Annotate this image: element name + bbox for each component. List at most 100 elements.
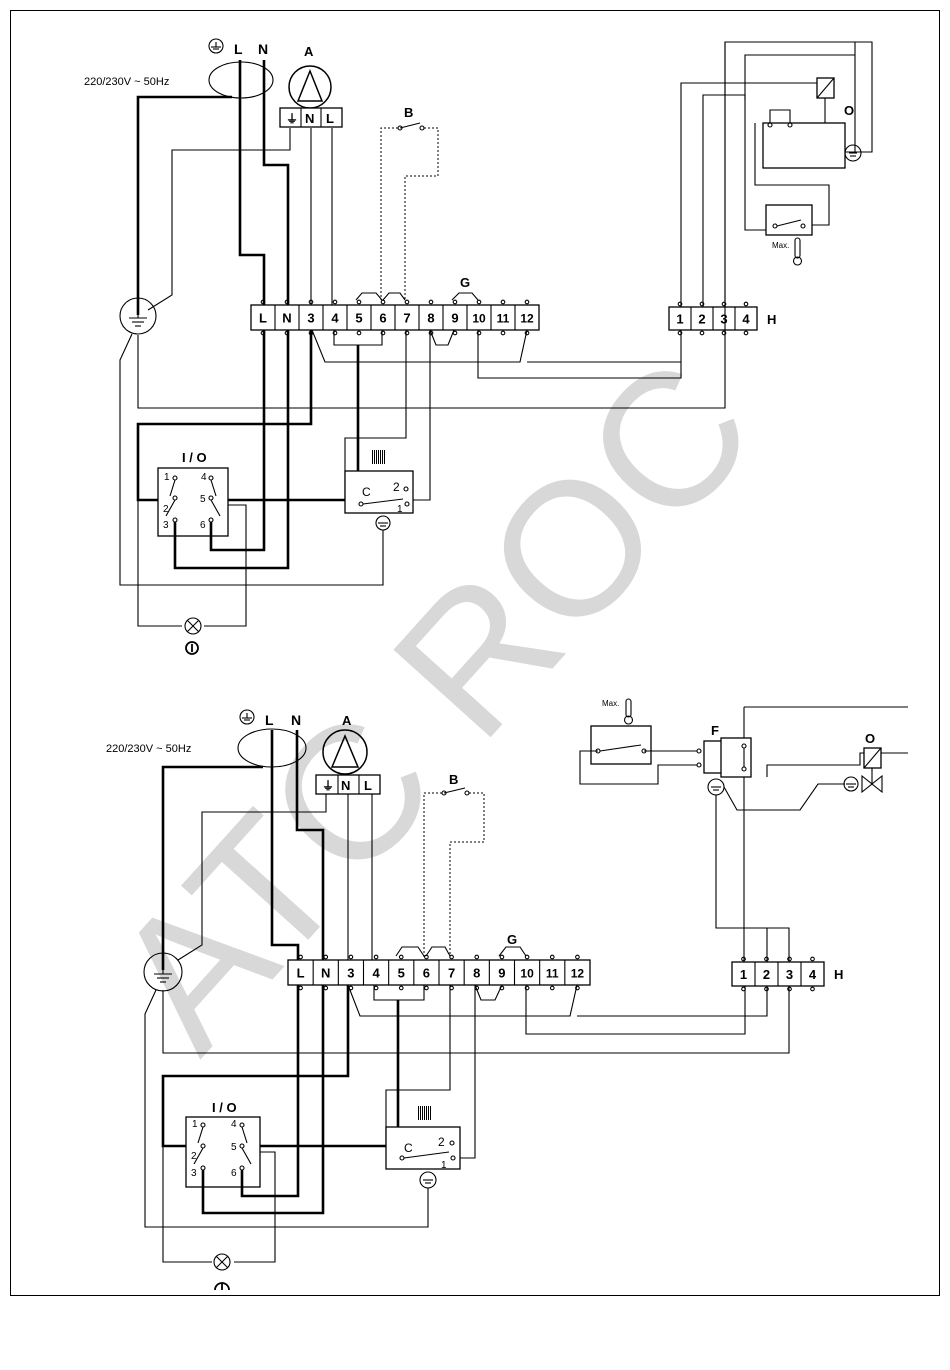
bottom-max-label: Max. (602, 699, 619, 708)
top-strip-terminal-10: 10 (472, 312, 486, 326)
top-strip-terminal-12: 12 (520, 312, 534, 326)
bottom-strip-terminal-12: 12 (571, 967, 585, 981)
bottom-O-label: O (865, 731, 875, 746)
top-H-terminal-cell-2: 2 (698, 312, 705, 327)
bottom-strip-terminal-screw (399, 955, 403, 959)
top-H-terminal-cell-screw (700, 331, 704, 335)
bottom-H-label: H (834, 967, 843, 982)
top-strip-terminal-screw (525, 300, 529, 304)
svg-text:2: 2 (163, 504, 169, 515)
bottom-strip-terminal-6: 6 (423, 966, 430, 981)
svg-text:1: 1 (192, 1119, 198, 1130)
svg-text:L: L (364, 778, 372, 793)
top-lamp-icon (185, 618, 201, 634)
bottom-F-relay (697, 738, 751, 777)
top-strip-terminal-3: 3 (307, 311, 314, 326)
bottom-supply-label: 220/230V ~ 50Hz (106, 743, 191, 755)
top-H-label: H (767, 312, 776, 327)
top-H-terminal-cell-screw (744, 302, 748, 306)
bottom-pump-label: A (342, 713, 352, 728)
top-strip-terminal-screw (405, 300, 409, 304)
top-strip-terminal-screw (381, 300, 385, 304)
top-G-label: G (460, 275, 470, 290)
top-valve-body (763, 123, 845, 168)
top-io-label: I / O (182, 450, 207, 465)
svg-text:3: 3 (163, 520, 169, 531)
svg-text:L: L (326, 111, 334, 126)
bottom-F-earth-icon (708, 779, 724, 795)
top-strip-terminal-L: L (259, 311, 267, 326)
bottom-strip-terminal-N: N (321, 966, 330, 981)
top-B-label: B (404, 105, 413, 120)
top-supply-earth-icon (209, 39, 223, 53)
svg-text:1: 1 (397, 504, 403, 515)
top-supply-label: 220/230V ~ 50Hz (84, 76, 169, 88)
bottom-strip-terminal-screw (374, 955, 378, 959)
bottom-valve-earth-icon (844, 777, 858, 791)
bottom-strip-terminal-screw (500, 955, 504, 959)
top-pump-icon (289, 66, 331, 108)
svg-text:5: 5 (231, 1142, 237, 1153)
top-strip-terminal-5: 5 (355, 311, 362, 326)
bottom-io-switch: 1 4 2 5 3 6 (186, 1117, 260, 1187)
top-N-label: N (258, 41, 268, 57)
bottom-F-label: F (711, 723, 719, 738)
top-strip-terminal-screw (429, 300, 433, 304)
svg-text:⏚: ⏚ (322, 779, 334, 793)
bottom-strip-terminal-screw (475, 955, 479, 959)
svg-text:1: 1 (441, 1160, 447, 1171)
top-indicator-icon (186, 642, 198, 654)
top-pump-terminals: ⏚ N L (280, 108, 342, 127)
bottom-strip-terminal-screw (349, 955, 353, 959)
bottom-thermostat-earth-icon (420, 1172, 436, 1188)
bottom-strip-terminal-3: 3 (347, 966, 354, 981)
bottom-valve-icon (862, 748, 882, 792)
top-max-thermostat (766, 205, 812, 235)
bottom-strip-terminal-L: L (297, 966, 305, 981)
svg-text:C: C (362, 485, 371, 499)
bottom-supply-earth-icon (240, 710, 254, 724)
top-strip-terminal-screw (501, 331, 505, 335)
bottom-N-label: N (291, 712, 301, 728)
bottom-strip-terminal-screw (550, 986, 554, 990)
top-strip-terminal-6: 6 (379, 311, 386, 326)
bottom-max-thermometer-icon (625, 699, 633, 724)
bottom-strip-terminal-8: 8 (473, 966, 480, 981)
top-H-terminal-cell-3: 3 (720, 312, 727, 327)
top-strip-terminal-N: N (282, 311, 291, 326)
bottom-thermostat-icon (418, 1106, 432, 1120)
bottom-strip-terminal-11: 11 (546, 967, 559, 981)
bottom-strip-terminal-7: 7 (448, 966, 455, 981)
top-strip-terminal-screw (333, 300, 337, 304)
bottom-strip-terminal-screw (374, 986, 378, 990)
svg-text:3: 3 (191, 1168, 197, 1179)
top-strip-terminal-9: 9 (451, 311, 458, 326)
bottom-strip-terminal-9: 9 (498, 966, 505, 981)
top-strip-terminal-screw (357, 331, 361, 335)
bottom-thermostat: C 2 1 (386, 1127, 460, 1171)
bottom-pump-terminals: ⏚ N L (316, 775, 380, 794)
bottom-H-terminal-cell-3: 3 (786, 967, 793, 982)
top-thermostat-earth-icon (376, 516, 390, 530)
bottom-L-label: L (265, 712, 274, 728)
svg-text:N: N (341, 778, 350, 793)
top-B-contact (381, 123, 438, 300)
top-strip-terminal-screw (477, 300, 481, 304)
svg-text:5: 5 (200, 494, 206, 505)
top-max-thermometer-icon (794, 238, 802, 265)
top-strip-terminal-screw (357, 300, 361, 304)
top-H-terminal-cell-4: 4 (742, 312, 750, 327)
bottom-strip-terminal-screw (576, 955, 580, 959)
bottom-io-label: I / O (212, 1100, 237, 1115)
top-max-label: Max. (772, 241, 789, 250)
top-H-terminal-cell-1: 1 (676, 312, 683, 327)
svg-text:N: N (305, 111, 314, 126)
bottom-strip-terminal-screw (324, 986, 328, 990)
top-pump-label: A (304, 44, 314, 59)
svg-text:2: 2 (438, 1135, 445, 1149)
bottom-indicator-icon (215, 1283, 229, 1290)
top-terminal-strip: LN3456789101112 (251, 300, 539, 335)
svg-text:2: 2 (393, 480, 400, 494)
